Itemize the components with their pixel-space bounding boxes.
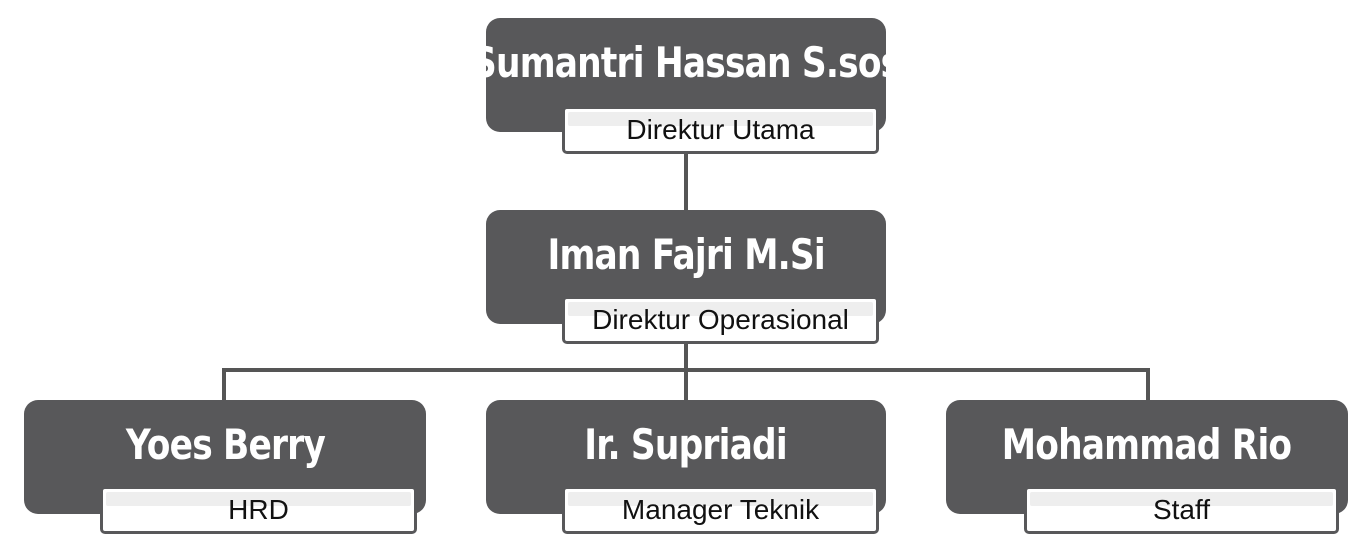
org-node-staff: Mohammad Rio Staff [946, 400, 1348, 536]
role-box: HRD [100, 486, 417, 534]
person-role: HRD [228, 494, 289, 525]
person-role: Manager Teknik [621, 494, 820, 525]
connector-direktur-utama-to-direktur-operasional [684, 150, 688, 212]
person-role: Direktur Utama [626, 114, 815, 145]
person-name: Iman Fajri M.Si [547, 230, 825, 279]
person-role: Staff [1152, 494, 1211, 525]
person-name: Yoes Berry [125, 420, 325, 469]
person-role: Direktur Operasional [592, 304, 849, 335]
connector-direktur-operasional-down [684, 342, 688, 371]
role-box: Direktur Operasional [562, 296, 879, 344]
person-name: Mohammad Rio [1002, 420, 1292, 469]
org-node-direktur-operasional: Iman Fajri M.Si Direktur Operasional [486, 210, 886, 346]
connector-to-hrd [222, 368, 226, 402]
person-name: Sumantri Hassan S.sos [471, 38, 901, 87]
org-node-hrd: Yoes Berry HRD [24, 400, 426, 536]
role-box: Staff [1024, 486, 1339, 534]
org-node-direktur-utama: Sumantri Hassan S.sos Direktur Utama [472, 18, 901, 154]
org-node-manager-teknik: Ir. Supriadi Manager Teknik [486, 400, 886, 536]
role-box: Direktur Utama [562, 106, 879, 154]
name-box: Yoes Berry [24, 400, 426, 514]
connector-to-staff [1146, 368, 1150, 402]
person-name: Ir. Supriadi [584, 420, 788, 469]
connector-to-manager-teknik [684, 368, 688, 402]
role-box: Manager Teknik [562, 486, 879, 534]
